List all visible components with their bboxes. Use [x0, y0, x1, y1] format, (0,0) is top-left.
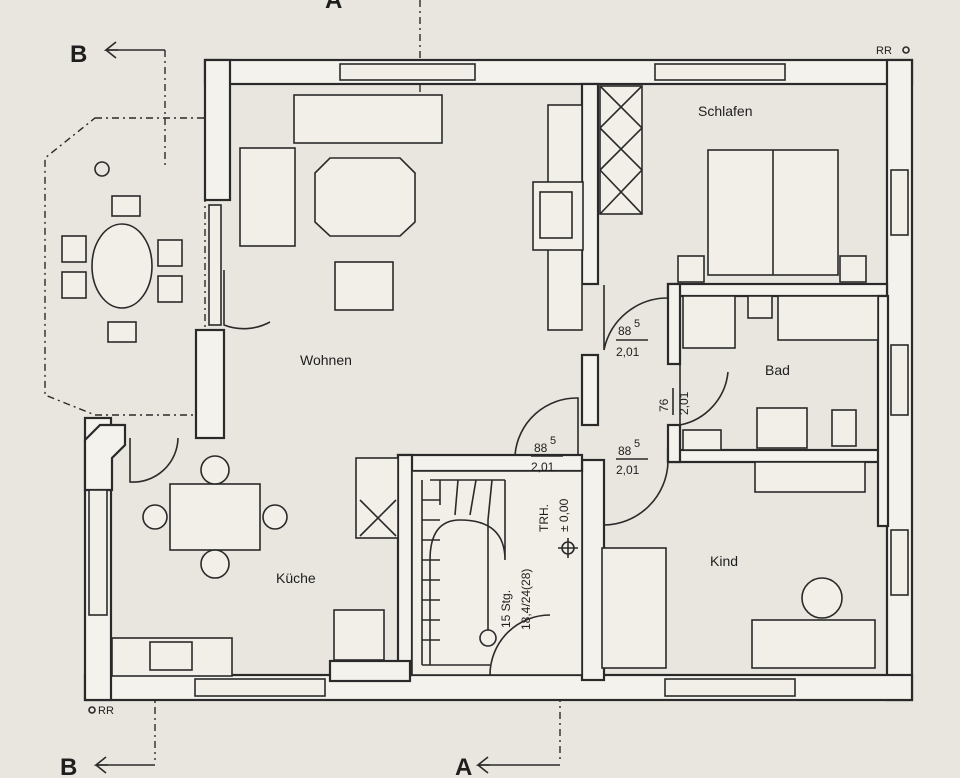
dim-bad-width: 76 [657, 398, 671, 412]
door-dimension-schlafen: 88 5 2,01 [616, 318, 648, 359]
dim-stair-height: 2,01 [531, 460, 555, 474]
note-rr-bottom: RR [98, 705, 114, 717]
dim-kind-width: 88 [618, 444, 632, 458]
bathroom-fixtures [682, 295, 879, 451]
door-dimension-bad: 76 2,01 [657, 388, 691, 415]
rr-bottom-marker [88, 706, 96, 714]
level-marker-icon [558, 538, 578, 558]
room-label-kind: Kind [710, 553, 738, 569]
dim-schlafen-sup: 5 [634, 318, 640, 330]
living-furniture [239, 94, 584, 539]
section-mark-a-bottom: A [455, 754, 472, 778]
level-label: ± 0,00 [557, 498, 571, 532]
kitchen-furniture [111, 455, 385, 677]
dim-kind-height: 2,01 [616, 463, 640, 477]
door-swings [129, 270, 729, 676]
note-rr-top: RR [876, 45, 892, 57]
terrace-outline [44, 117, 206, 416]
room-label-schlafen: Schlafen [698, 103, 752, 119]
kids-room-furniture [601, 461, 876, 669]
terrace-plant [94, 161, 110, 177]
door-dimension-kind: 88 5 2,01 [616, 438, 648, 477]
section-mark-a-top: A [325, 0, 342, 14]
bedroom-furniture [599, 85, 867, 283]
door-dimension-stair: 88 5 2,01 [531, 435, 563, 474]
room-label-kueche: Küche [276, 570, 316, 586]
rr-top-marker [902, 46, 910, 54]
section-lines [93, 0, 561, 774]
staircase [411, 470, 583, 676]
room-label-wohnen: Wohnen [300, 352, 352, 368]
dim-schlafen-width: 88 [618, 324, 632, 338]
stair-step-count: 15 Stg. [499, 590, 513, 628]
room-label-bad: Bad [765, 362, 790, 378]
dim-kind-sup: 5 [634, 438, 640, 450]
dim-stair-width: 88 [534, 441, 548, 455]
terrace-table [61, 195, 183, 343]
dim-bad-height: 2,01 [677, 391, 691, 415]
dim-schlafen-height: 2,01 [616, 345, 640, 359]
stair-trh-label: TRH. [537, 504, 551, 532]
stair-ratio: 18,4/24(28) [519, 569, 533, 630]
section-mark-b-bottom: B [60, 754, 77, 778]
section-mark-b-top: B [70, 41, 87, 68]
exterior-walls [83, 58, 914, 702]
dim-stair-sup: 5 [550, 435, 556, 447]
